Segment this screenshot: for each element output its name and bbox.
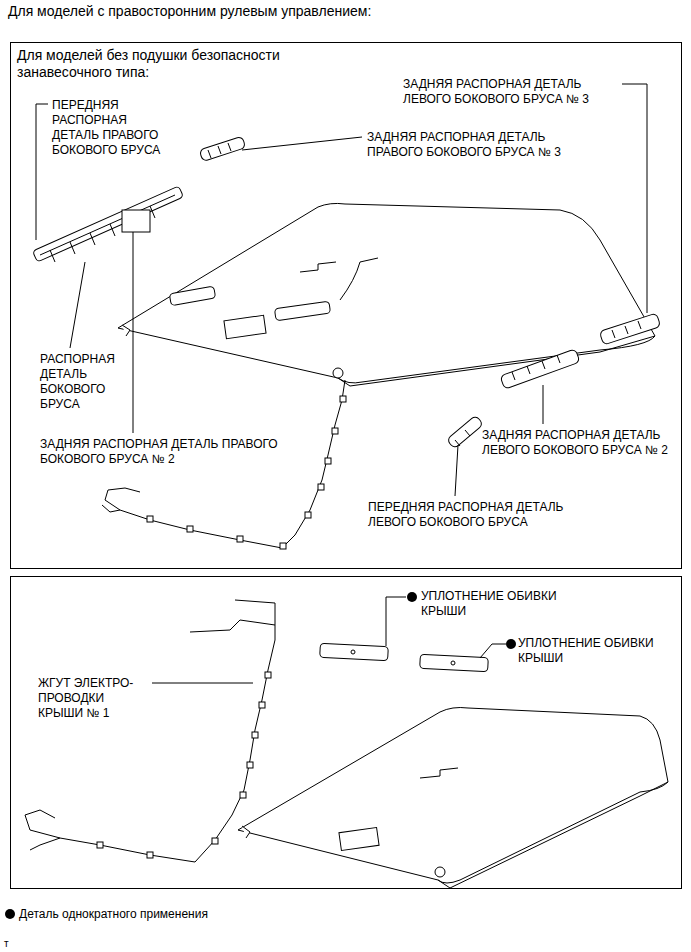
harness-clip <box>97 672 271 858</box>
page-title: Для моделей с правосторонним рулевым упр… <box>8 3 371 20</box>
part-label: ЗАДНЯЯ РАСПОРНАЯ ДЕТАЛЬ ЛЕВОГО БОКОВОГО … <box>403 77 625 107</box>
panel-heading: Для моделей без подушки безопасности зан… <box>17 47 337 81</box>
wire-harness <box>30 838 60 850</box>
part-label: ПЕРЕДНЯЯ РАСПОРНАЯ ДЕТАЛЬ ПРАВОГО БОКОВО… <box>52 98 170 158</box>
legend-text: Деталь однократного применения <box>19 907 208 922</box>
wire-harness <box>25 600 275 862</box>
seal-part <box>320 643 489 672</box>
page-mark: т <box>4 936 24 951</box>
harness-clip <box>147 396 346 549</box>
headliner <box>238 708 668 889</box>
part-label: РАСПОРНАЯ ДЕТАЛЬ БОКОВОГО БРУСА <box>40 352 128 412</box>
panel-frame <box>11 577 682 889</box>
part-label: УПЛОТНЕНИЕ ОБИВКИ КРЫШИ <box>421 589 581 619</box>
wire-harness <box>102 505 120 512</box>
part-label: УПЛОТНЕНИЕ ОБИВКИ КРЫШИ <box>518 636 658 666</box>
part-label: ПЕРЕДНЯЯ РАСПОРНАЯ ДЕТАЛЬ ЛЕВОГО БОКОВОГ… <box>368 500 568 530</box>
part-label: ЖГУТ ЭЛЕКТРО- ПРОВОДКИ КРЫШИ № 1 <box>38 676 148 721</box>
part-label: ЗАДНЯЯ РАСПОРНАЯ ДЕТАЛЬ ПРАВОГО БОКОВОГО… <box>367 130 599 160</box>
part-label: ЗАДНЯЯ РАСПОРНАЯ ДЕТАЛЬ ПРАВОГО БОКОВОГО… <box>40 437 290 467</box>
wire-harness <box>190 620 275 632</box>
part-label: ЗАДНЯЯ РАСПОРНАЯ ДЕТАЛЬ ЛЕВОГО БОКОВОГО … <box>482 428 678 458</box>
spacer-part <box>32 136 660 449</box>
reuse-bullet <box>5 592 516 919</box>
